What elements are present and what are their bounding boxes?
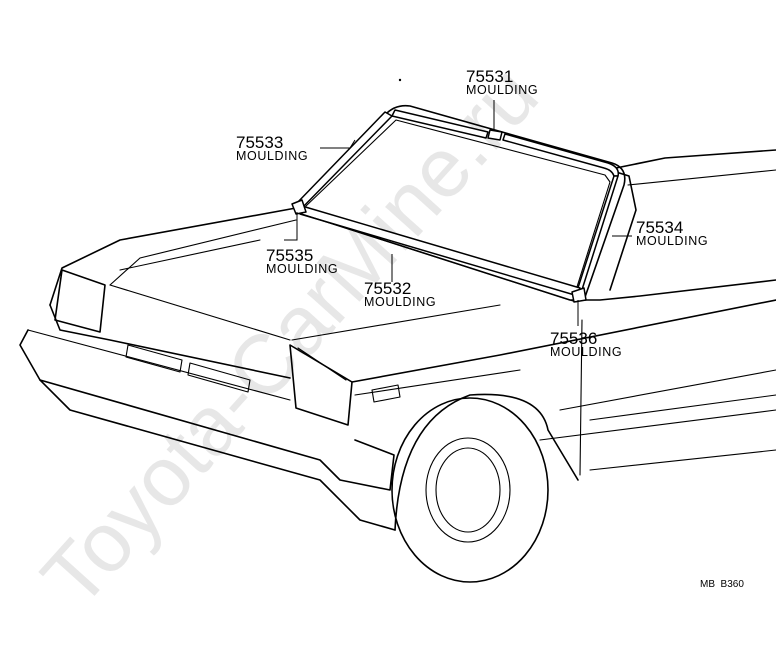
part-label-75533: 75533 MOULDING: [236, 133, 308, 163]
part-number: 75536: [550, 329, 597, 348]
part-label-75535: 75535 MOULDING: [266, 246, 338, 276]
part-number: 75534: [636, 218, 683, 237]
windshield-frame: [291, 104, 626, 303]
part-name: MOULDING: [266, 262, 338, 276]
part-name: MOULDING: [236, 149, 308, 163]
part-number: 75533: [236, 133, 283, 152]
part-label-75531: 75531 MOULDING: [466, 67, 538, 97]
part-name: MOULDING: [550, 345, 622, 359]
part-number: 75532: [364, 279, 411, 298]
leader-lines: [284, 100, 632, 326]
ink-dot: [398, 78, 402, 82]
car-illustration: [19, 149, 776, 583]
part-number: 75531: [466, 67, 513, 86]
diagram-code: MB B360: [700, 579, 744, 590]
part-label-75534: 75534 MOULDING: [636, 218, 708, 248]
part-name: MOULDING: [364, 295, 436, 309]
part-label-75536: 75536 MOULDING: [550, 329, 622, 359]
part-name: MOULDING: [636, 234, 708, 248]
part-number: 75535: [266, 246, 313, 265]
part-name: MOULDING: [466, 83, 538, 97]
part-label-75532: 75532 MOULDING: [364, 279, 436, 309]
